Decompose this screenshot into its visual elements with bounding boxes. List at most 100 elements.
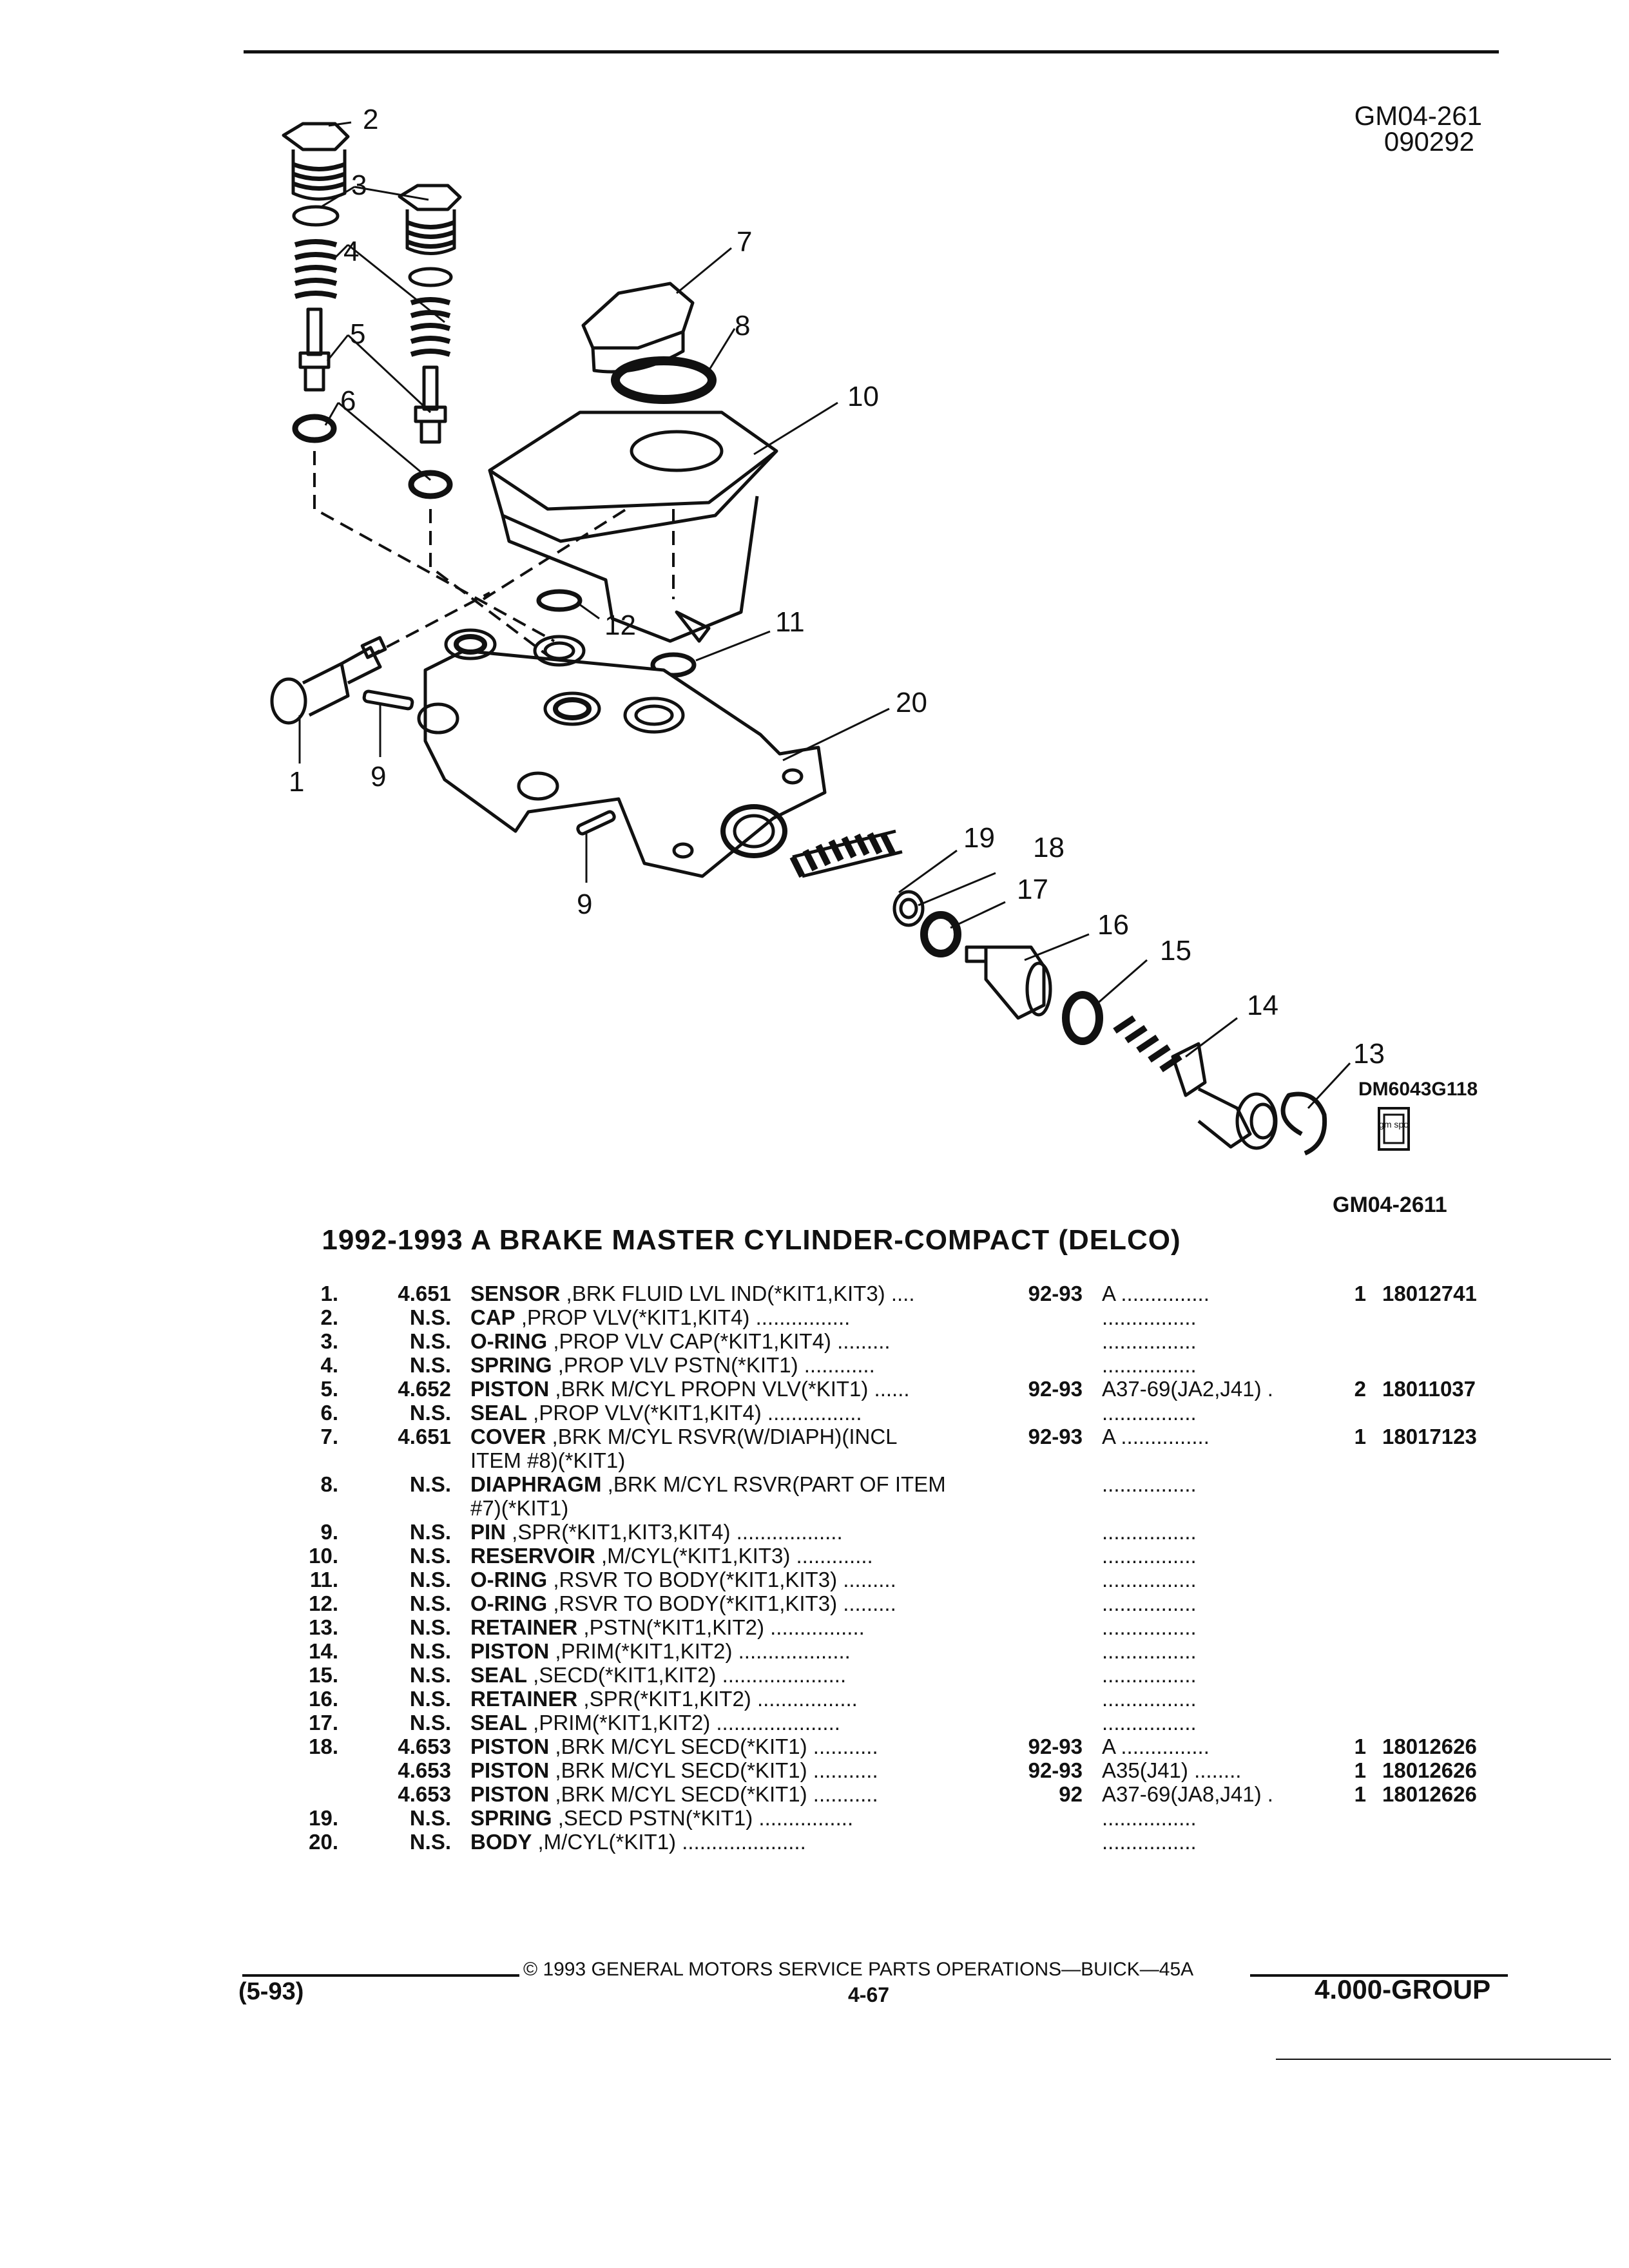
group-number: N.S. xyxy=(409,1520,451,1544)
table-row: 17.N.S.................SEAL ,PRIM(*KIT1,… xyxy=(0,1711,1629,1735)
diagram-reference: DM6043G118 xyxy=(1358,1079,1478,1100)
item-number: 2. xyxy=(320,1305,338,1329)
model-applicability: ................ xyxy=(1102,1592,1197,1615)
callout-6: 6 xyxy=(340,385,356,417)
prop-valve-oring-right xyxy=(408,267,453,287)
part-description: O-RING ,RSVR TO BODY(*KIT1,KIT3) .......… xyxy=(470,1592,1005,1615)
part-description: CAP ,PROP VLV(*KIT1,KIT4) ..............… xyxy=(470,1306,1005,1329)
svg-text:gm spo: gm spo xyxy=(1379,1119,1409,1129)
group-number: 4.651 xyxy=(398,1282,451,1305)
part-detail: ,PSTN(*KIT1,KIT2) ................ xyxy=(577,1616,865,1639)
callout-17: 17 xyxy=(1017,874,1048,905)
model-applicability: A37-69(JA2,J41) . xyxy=(1102,1378,1273,1401)
callout-14: 14 xyxy=(1247,990,1278,1021)
part-detail: ,BRK M/CYL SECD(*KIT1) ........... xyxy=(549,1783,878,1806)
model-years: 92 xyxy=(1059,1782,1083,1806)
model-applicability: ................ xyxy=(1102,1640,1197,1663)
spring-retainer xyxy=(965,945,1052,1020)
model-applicability: ................ xyxy=(1102,1711,1197,1735)
table-row: 2.N.S.................CAP ,PROP VLV(*KIT… xyxy=(0,1306,1629,1329)
bottom-rule xyxy=(1276,2059,1611,2060)
part-detail: ,BRK M/CYL RSVR(W/DIAPH)(INCL xyxy=(546,1425,898,1448)
quantity: 1 xyxy=(1354,1282,1366,1305)
item-number: 17. xyxy=(309,1711,338,1735)
prop-valve-seal-right xyxy=(408,470,453,499)
group-number: 4.653 xyxy=(398,1735,451,1758)
item-number: 16. xyxy=(309,1687,338,1711)
item-number: 15. xyxy=(309,1663,338,1687)
part-detail: ,M/CYL(*KIT1) ..................... xyxy=(532,1831,806,1854)
callout-13: 13 xyxy=(1353,1038,1385,1070)
part-detail: ,BRK M/CYL PROPN VLV(*KIT1) ...... xyxy=(549,1378,910,1401)
header-date: 090292 xyxy=(1383,126,1474,157)
exploded-parts-diagram: 2 3 4 5 6 7 8 10 11 12 20 1 9 9 19 18 17… xyxy=(270,104,1478,1156)
table-row: 13.N.S.................RETAINER ,PSTN(*K… xyxy=(0,1616,1629,1639)
group-number: N.S. xyxy=(409,1329,451,1353)
callout-3: 3 xyxy=(351,169,367,201)
model-applicability: A37-69(JA8,J41) . xyxy=(1102,1783,1273,1806)
gm-spo-logo: gm spo xyxy=(1378,1107,1410,1151)
header-code: GM04-261 xyxy=(1354,101,1482,131)
item-number: 3. xyxy=(320,1329,338,1353)
item-number: 1. xyxy=(320,1282,338,1305)
part-number: 18012626 xyxy=(1382,1735,1477,1758)
part-description: PISTON ,PRIM(*KIT1,KIT2) ...............… xyxy=(470,1640,1005,1663)
part-detail: ,RSVR TO BODY(*KIT1,KIT3) ......... xyxy=(547,1592,896,1615)
group-number: N.S. xyxy=(409,1806,451,1830)
footer-rule-left xyxy=(242,1974,519,1977)
model-applicability: ................ xyxy=(1102,1831,1197,1854)
callout-8: 8 xyxy=(735,310,750,341)
prop-valve-cap-left xyxy=(282,122,350,201)
group-number: N.S. xyxy=(409,1353,451,1377)
group-number: N.S. xyxy=(409,1568,451,1591)
reservoir xyxy=(488,410,778,643)
group-number: 4.653 xyxy=(398,1758,451,1782)
callout-10: 10 xyxy=(847,381,879,412)
table-row: 4.N.S.................SPRING ,PROP VLV P… xyxy=(0,1354,1629,1377)
callout-1: 1 xyxy=(289,766,304,798)
part-name: SENSOR xyxy=(470,1282,561,1305)
part-description: RETAINER ,PSTN(*KIT1,KIT2) .............… xyxy=(470,1616,1005,1639)
part-description-continued: ITEM #8)(*KIT1) xyxy=(470,1448,626,1472)
part-name: BODY xyxy=(470,1831,532,1854)
item-number: 13. xyxy=(309,1615,338,1639)
part-name: PIN xyxy=(470,1521,506,1544)
model-applicability: ................ xyxy=(1102,1473,1197,1496)
primary-seal xyxy=(920,911,961,957)
callout-12: 12 xyxy=(604,610,636,641)
group-number: 4.653 xyxy=(398,1782,451,1806)
fluid-level-sensor xyxy=(270,636,387,725)
primary-piston xyxy=(1113,1015,1278,1150)
table-row: 11.N.S.................O-RING ,RSVR TO B… xyxy=(0,1568,1629,1591)
part-description: SEAL ,PRIM(*KIT1,KIT2) .................… xyxy=(470,1711,1005,1735)
part-description: SPRING ,PROP VLV PSTN(*KIT1) ...........… xyxy=(470,1354,1005,1377)
page-number: 4-67 xyxy=(848,1983,890,2006)
quantity: 1 xyxy=(1354,1735,1366,1758)
group-code: 4.000-GROUP xyxy=(1315,1974,1491,2004)
group-number: N.S. xyxy=(409,1830,451,1854)
group-number: 4.652 xyxy=(398,1377,451,1401)
part-description: PISTON ,BRK M/CYL SECD(*KIT1) ..........… xyxy=(470,1735,1005,1758)
part-detail: ,RSVR TO BODY(*KIT1,KIT3) ......... xyxy=(547,1568,896,1591)
model-applicability: ................ xyxy=(1102,1807,1197,1830)
callout-11: 11 xyxy=(775,606,805,638)
part-name: SPRING xyxy=(470,1807,552,1830)
part-name: PISTON xyxy=(470,1735,550,1758)
table-row: 20.N.S.................BODY ,M/CYL(*KIT1… xyxy=(0,1831,1629,1854)
model-applicability: ................ xyxy=(1102,1330,1197,1353)
part-description: PISTON ,BRK M/CYL SECD(*KIT1) ..........… xyxy=(470,1759,1005,1782)
group-number: N.S. xyxy=(409,1687,451,1711)
footer-rule-right xyxy=(1250,1974,1508,1977)
model-applicability: A35(J41) ........ xyxy=(1102,1759,1242,1782)
callout-7: 7 xyxy=(737,226,752,258)
model-applicability: ................ xyxy=(1102,1687,1197,1711)
part-description: PISTON ,BRK M/CYL PROPN VLV(*KIT1) .....… xyxy=(470,1378,1005,1401)
group-number: N.S. xyxy=(409,1472,451,1496)
table-row: 15.N.S.................SEAL ,SECD(*KIT1,… xyxy=(0,1664,1629,1687)
secondary-seal xyxy=(1062,991,1103,1045)
part-description: PISTON ,BRK M/CYL SECD(*KIT1) ..........… xyxy=(470,1783,1005,1806)
